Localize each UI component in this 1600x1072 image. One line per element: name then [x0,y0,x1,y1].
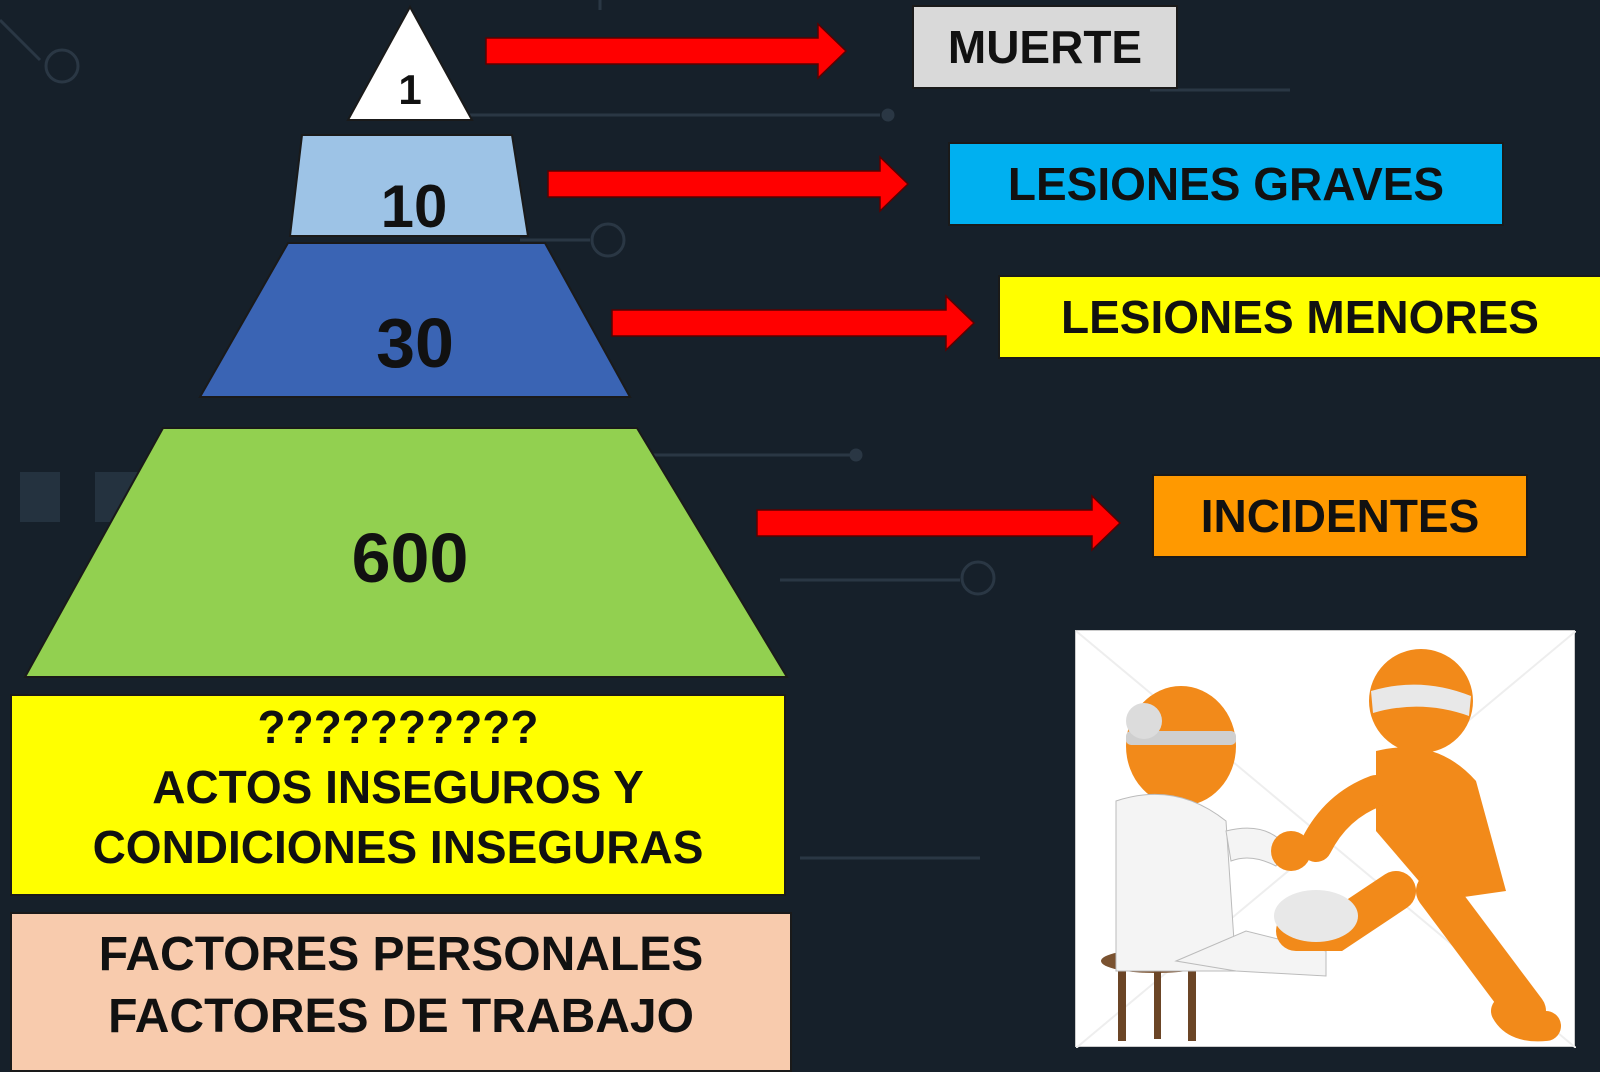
pyramid-diagram [23,4,1122,678]
tier-value-10: 10 [380,173,448,240]
tier-value-30: 30 [376,304,454,382]
causes-line-conditions: CONDICIONES INSEGURAS [92,820,704,873]
arrow-to-lesiones-menores [611,294,976,352]
first-aid-figures-icon [1075,630,1577,1049]
factors-box: FACTORES PERSONALES FACTORES DE TRABAJO [10,912,792,1072]
tier-value-600: 600 [351,519,469,597]
factors-line-work: FACTORES DE TRABAJO [108,990,694,1044]
pyramid-tier-600 [23,427,789,678]
unsafe-acts-conditions-box: ?????????? ACTOS INSEGUROS Y CONDICIONES… [10,694,786,896]
pyramid-tier-30 [198,242,632,398]
arrow-to-muerte [485,22,848,80]
label-muerte: MUERTE [912,5,1178,89]
arrow-to-lesiones-graves [547,155,910,213]
pyramid-tier-10 [288,134,530,237]
pyramid-tier-1 [346,4,474,121]
label-lesiones-menores: LESIONES MENORES [998,275,1600,359]
first-aid-illustration [1075,630,1577,1049]
label-incidentes: INCIDENTES [1152,474,1528,558]
factors-line-personal: FACTORES PERSONALES [98,928,704,981]
arrow-to-incidentes [756,494,1122,552]
causes-unknown-text: ?????????? [257,701,539,753]
tier-value-1: 1 [398,66,422,113]
causes-line-acts: ACTOS INSEGUROS Y [152,760,644,813]
label-lesiones-graves: LESIONES GRAVES [948,142,1504,226]
